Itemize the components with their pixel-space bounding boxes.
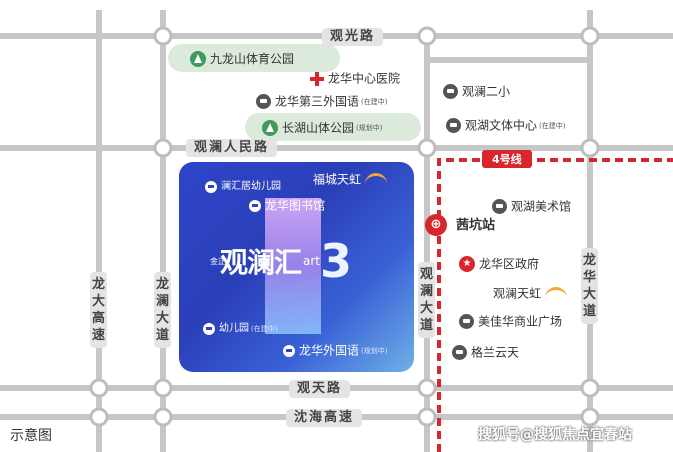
poi-guanlan-no2-label: 观澜二小 — [462, 84, 511, 99]
road-label-guanlan-dadao: 观澜大道 — [418, 262, 435, 338]
watermark: 搜狐号@搜狐焦点宜春站 — [478, 427, 632, 443]
poi-longhua-hospital-label: 龙华中心医院 — [328, 71, 401, 86]
hotel-icon — [452, 345, 467, 360]
card-library-label: 龙华图书馆 — [265, 198, 326, 213]
road-label-guanlan-renmin: 观澜人民路 — [186, 139, 278, 157]
poi-changhushan-park-note: (规划中) — [356, 124, 383, 132]
library-icon — [249, 199, 261, 212]
poi-gelan-label: 格兰云天 — [471, 345, 520, 360]
card-lanhuiju-label: 澜汇居幼儿园 — [221, 181, 281, 192]
logo-brand-small: 金正 — [210, 256, 226, 266]
poi-guanhu-art-label: 观湖美术馆 — [511, 199, 572, 214]
road-label-guanlan-dadao-text: 观澜大道 — [419, 267, 433, 333]
poi-guanlan-no2: 观澜二小 — [443, 84, 510, 99]
park-icon — [190, 51, 206, 67]
card-foreign-school-label: 龙华外国语 — [299, 343, 360, 358]
poi-guanlan-tianhong: 观澜天虹 — [493, 286, 568, 301]
poi-xikeng-station: 茜坑站 — [456, 219, 495, 234]
tianhong-logo-icon — [545, 287, 568, 300]
logo-brand-name: 观澜汇 — [220, 246, 302, 279]
project-card: 澜汇居幼儿园 福城天虹 龙华图书馆 幼儿园(在建中) 龙华外国语(规划中) — [179, 162, 414, 372]
shopping-icon — [459, 314, 474, 329]
poi-longhua-no3-note: (在建中) — [361, 97, 388, 106]
school-icon — [203, 323, 215, 335]
tianhong-logo-icon — [365, 173, 388, 186]
poi-xikeng-station-label: 茜坑站 — [456, 218, 496, 233]
road-label-longda-text: 龙大高速 — [91, 277, 105, 343]
card-glow — [265, 198, 321, 334]
school-icon — [443, 84, 458, 99]
poi-meijiahua: 美佳华商业广场 — [459, 314, 562, 329]
road-label-longhua-dadao-text: 龙华大道 — [582, 253, 596, 319]
poi-district-gov: ★ 龙华区政府 — [459, 256, 539, 272]
poi-guanlan-tianhong-label: 观澜天虹 — [493, 286, 542, 301]
road-label-yanhai: 沈海高速 — [286, 409, 363, 427]
school-icon — [205, 181, 217, 193]
school-icon — [256, 94, 271, 109]
poi-changhushan-park-label: 长湖山体公园 — [282, 121, 355, 135]
poi-gelan: 格兰云天 — [452, 345, 519, 360]
poi-changhushan-park: 长湖山体公园(规划中) — [262, 120, 382, 136]
poi-longhua-hospital: 龙华中心医院 — [310, 71, 400, 86]
road-label-longlan: 龙澜大道 — [154, 272, 171, 348]
poi-district-gov-label: 龙华区政府 — [479, 257, 540, 271]
poi-meijiahua-label: 美佳华商业广场 — [478, 314, 563, 329]
card-kindergarten: 幼儿园(在建中) — [203, 322, 277, 337]
park-icon — [262, 120, 278, 136]
poi-guanhu-art: 观湖美术馆 — [492, 199, 571, 214]
poi-longhua-no3-label: 龙华第三外国语 — [275, 94, 360, 109]
card-kindergarten-label: 幼儿园 — [219, 323, 249, 334]
card-fucheng-tianhong: 福城天虹 — [313, 172, 388, 187]
road-label-longda: 龙大高速 — [90, 272, 107, 348]
poi-guanhu-culture-label: 观湖文体中心 — [465, 118, 538, 133]
card-fucheng-tianhong-label: 福城天虹 — [313, 172, 362, 187]
map-caption: 示意图 — [10, 428, 52, 444]
poi-guanhu-culture: 观湖文体中心(在建中) — [446, 118, 565, 133]
road-label-guanguang: 观光路 — [322, 28, 384, 46]
government-star-icon: ★ — [459, 256, 475, 272]
logo-number: 3 — [320, 234, 353, 288]
card-lanhuiju: 澜汇居幼儿园 — [205, 180, 281, 195]
hospital-cross-icon — [310, 71, 324, 86]
road-label-longlan-text: 龙澜大道 — [155, 277, 169, 343]
school-icon — [283, 344, 295, 357]
road-label-longhua-dadao: 龙华大道 — [581, 248, 598, 324]
poi-jiulongshan-park: 九龙山体育公园 — [190, 51, 294, 67]
card-library: 龙华图书馆 — [249, 198, 325, 213]
poi-guanhu-culture-note: (在建中) — [539, 121, 566, 130]
card-kindergarten-note: (在建中) — [251, 325, 278, 333]
museum-icon — [492, 199, 507, 214]
road-label-guantian: 观天路 — [289, 380, 351, 398]
card-foreign-school-note: (规划中) — [361, 346, 388, 355]
metro-station-icon: ⊕ — [425, 214, 447, 236]
poi-jiulongshan-park-label: 九龙山体育公园 — [210, 52, 295, 66]
logo-art: art — [303, 254, 321, 268]
culture-center-icon — [446, 118, 461, 133]
card-foreign-school: 龙华外国语(规划中) — [283, 343, 387, 358]
poi-longhua-no3: 龙华第三外国语(在建中) — [256, 94, 387, 109]
metro-line-label: 4号线 — [482, 150, 532, 168]
